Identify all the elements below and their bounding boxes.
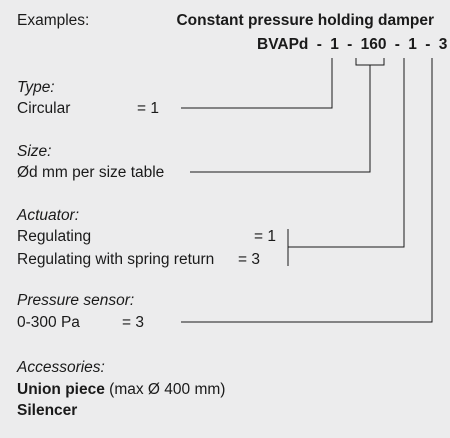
actuator-option-value: = 1 bbox=[254, 228, 276, 245]
size-text: Ød mm per size table bbox=[17, 164, 165, 181]
accessory-item-name: Union piece bbox=[17, 381, 105, 398]
actuator-heading: Actuator: bbox=[17, 207, 80, 224]
examples-label: Examples: bbox=[17, 12, 90, 29]
product-title: Constant pressure holding damper bbox=[176, 12, 434, 29]
type-option-label: Circular bbox=[17, 100, 71, 117]
code-actuator: 1 bbox=[408, 36, 417, 53]
pressure-sensor-connector-line bbox=[181, 58, 433, 323]
size-bracket bbox=[355, 58, 385, 66]
accessory-item: Silencer bbox=[17, 402, 77, 420]
code-separator: - bbox=[316, 36, 322, 53]
accessories-heading: Accessories: bbox=[17, 359, 105, 376]
code-type: 1 bbox=[330, 36, 339, 53]
code-separator: - bbox=[425, 36, 431, 53]
actuator-option-label: Regulating bbox=[17, 228, 92, 245]
code-sensor: 3 bbox=[438, 36, 448, 53]
actuator-connector-line bbox=[288, 58, 405, 248]
pressure-sensor-heading: Pressure sensor: bbox=[17, 292, 135, 309]
accessory-item: Union piece (max Ø 400 mm) bbox=[17, 381, 225, 399]
code-size: 160 bbox=[360, 36, 387, 53]
actuator-option-label: Regulating with spring return bbox=[17, 251, 215, 268]
type-connector-line bbox=[181, 58, 333, 109]
size-heading: Size: bbox=[17, 143, 52, 160]
type-heading: Type: bbox=[17, 79, 55, 96]
type-option-value: = 1 bbox=[137, 100, 159, 117]
pressure-sensor-option-value: = 3 bbox=[122, 314, 144, 331]
product-code: BVAPd - 1 - 160 - 1 - 3 bbox=[257, 36, 447, 54]
accessory-item-name: Silencer bbox=[17, 402, 78, 419]
actuator-option-value: = 3 bbox=[238, 251, 260, 268]
pressure-sensor-option-label: 0-300 Pa bbox=[17, 314, 80, 331]
accessory-item-detail: (max Ø 400 mm) bbox=[104, 381, 226, 398]
code-separator: - bbox=[394, 36, 400, 53]
code-separator: - bbox=[347, 36, 353, 53]
code-prefix: BVAPd bbox=[257, 36, 309, 53]
size-connector-line bbox=[190, 65, 371, 173]
